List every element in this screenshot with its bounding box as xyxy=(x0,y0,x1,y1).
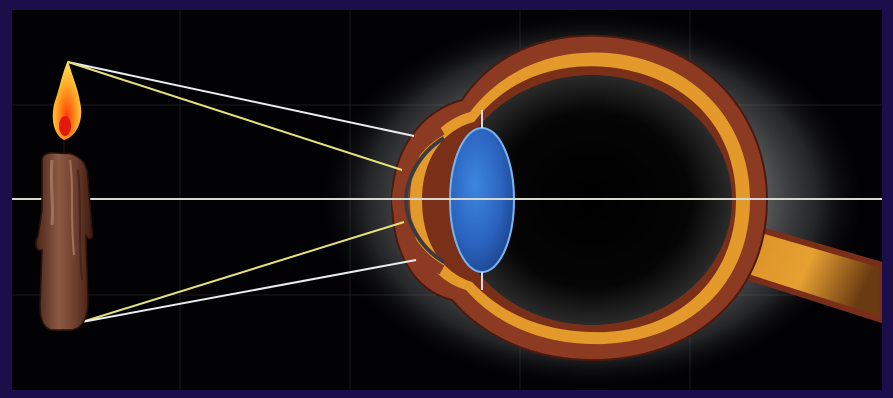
diagram-stage xyxy=(12,10,882,390)
candle-icon xyxy=(36,138,93,330)
flame-core xyxy=(59,116,71,136)
eye-candle-diagram xyxy=(12,10,882,390)
